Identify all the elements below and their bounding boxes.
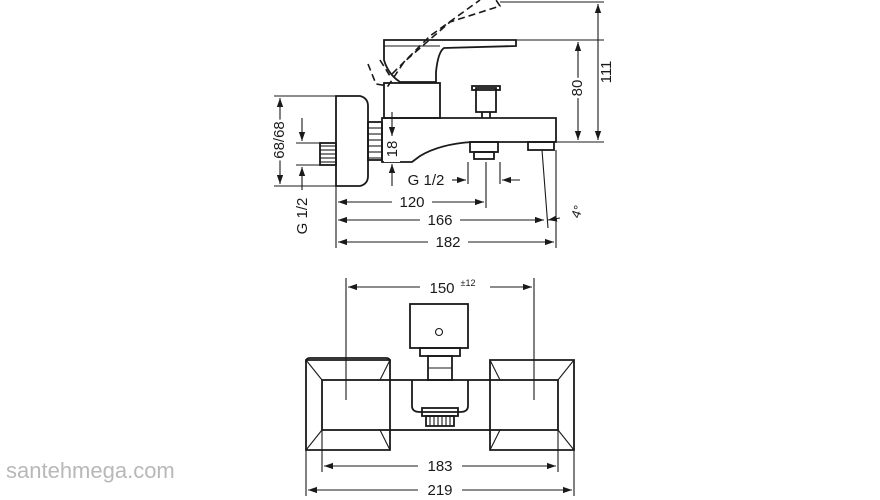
dim-18-label: 18: [384, 141, 401, 158]
diverter-knob: [475, 87, 497, 113]
front-view: 150 ±12 183 219: [305, 278, 575, 499]
spout-outlet: [527, 141, 555, 151]
lever-handle: [383, 39, 517, 83]
cartridge-housing: [383, 82, 441, 119]
handle-indicator: [434, 327, 444, 337]
watermark: santehmega.com: [6, 458, 175, 483]
mixer-body: [381, 117, 557, 163]
left-flange-outer: [305, 359, 391, 451]
dim-68-label: 68/68: [271, 121, 288, 159]
dim-150-label: 150: [429, 280, 454, 297]
dim-111-label: 111: [598, 61, 615, 84]
dim-219-label: 219: [427, 482, 452, 499]
dim-80-label: 80: [569, 80, 586, 97]
dim-166-label: 166: [427, 212, 452, 229]
lever-raised-outline: [367, 0, 502, 87]
spout-thread-front: [425, 415, 455, 427]
dim-g12-horizontal-label: G 1/2: [408, 172, 445, 189]
wall-flange: [335, 95, 369, 187]
right-flange-outer: [489, 359, 575, 451]
dim-183-label: 183: [427, 458, 452, 475]
mixer-body-front: [321, 379, 559, 431]
side-view: 111 80 68/68 G 1/2 18 G 1/2 120 166 4°: [268, 0, 615, 251]
shower-outlet: [469, 141, 499, 153]
dim-120-label: 120: [399, 194, 424, 211]
dim-150-tolerance: ±12: [461, 278, 476, 288]
handle-front: [409, 303, 469, 349]
dim-182-label: 182: [435, 234, 460, 251]
dim-g12-vertical-label: G 1/2: [294, 198, 311, 235]
dim-angle-label: 4°: [568, 203, 586, 220]
spout-front: [411, 380, 469, 413]
